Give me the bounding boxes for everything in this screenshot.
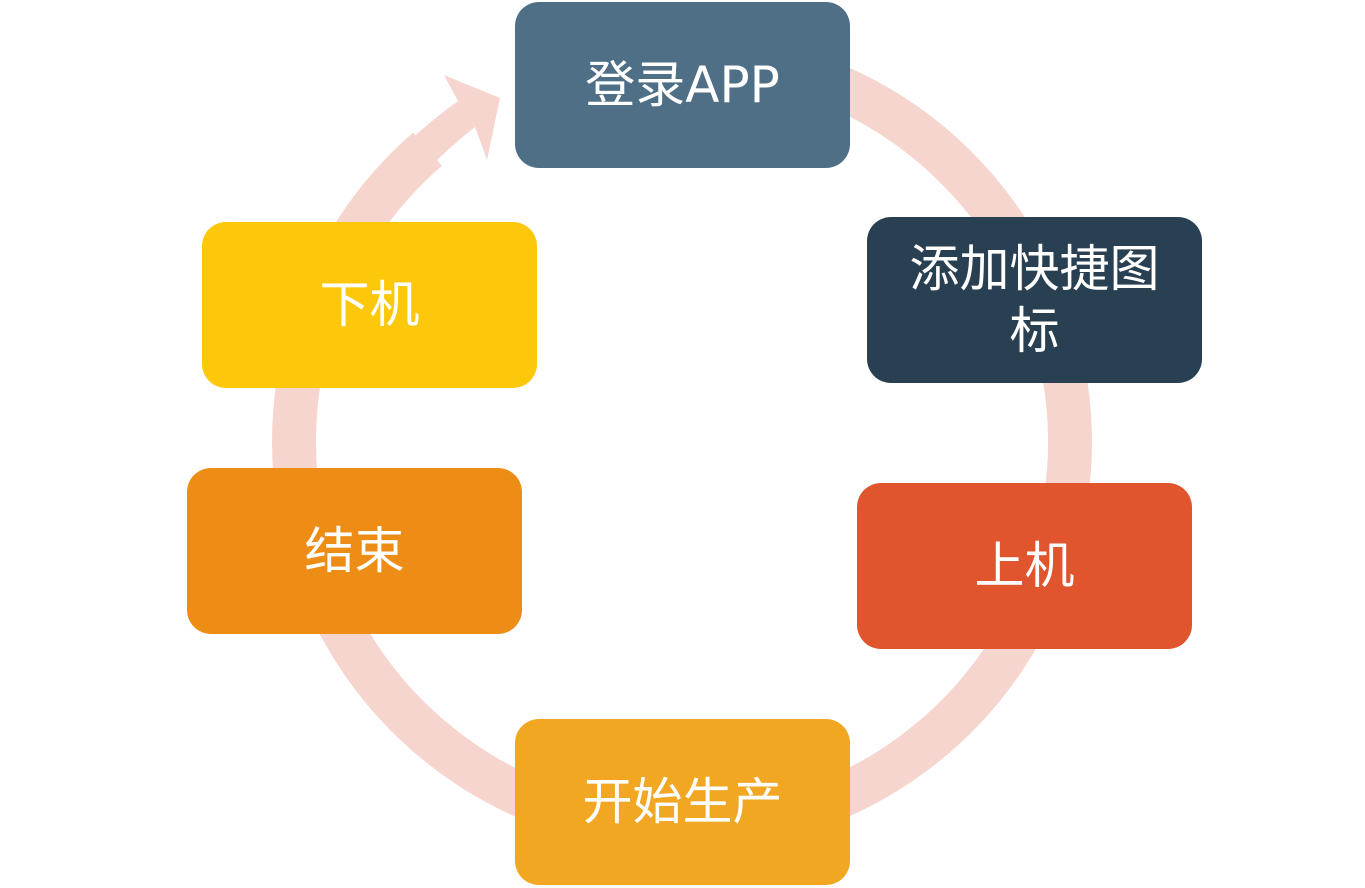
step-start-production-label: 开始生产 (582, 773, 783, 831)
step-board-machine-label: 上机 (974, 537, 1075, 595)
cycle-arrow-shaft (337, 101, 475, 222)
step-start-production: 开始生产 (515, 719, 850, 885)
step-add-shortcut-icon-label: 添加快捷图标 (909, 240, 1160, 360)
step-add-shortcut-icon: 添加快捷图标 (867, 217, 1202, 383)
step-board-machine: 上机 (857, 483, 1192, 649)
cycle-arrowhead-icon (444, 75, 500, 160)
step-off-machine-label: 下机 (319, 276, 420, 334)
step-end-label: 结束 (304, 522, 405, 580)
step-login-app: 登录APP (515, 2, 850, 168)
step-end: 结束 (187, 468, 522, 634)
step-off-machine: 下机 (202, 222, 537, 388)
step-login-app-label: 登录APP (585, 56, 780, 114)
